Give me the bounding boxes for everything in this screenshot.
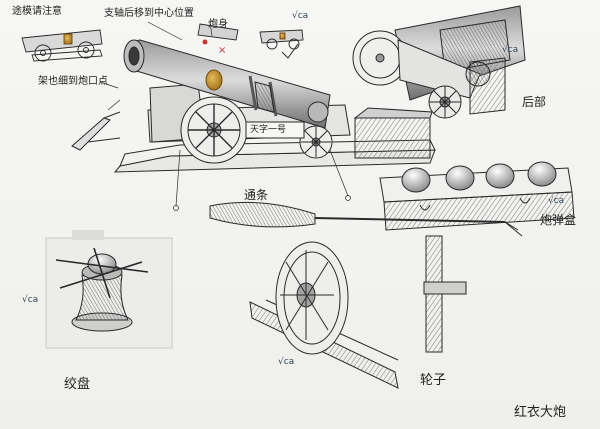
leader-lines <box>99 21 351 211</box>
annotation-tail-label: 后部 <box>522 95 547 109</box>
annotation-paint-sequence: 途模请注意 <box>12 6 62 17</box>
annotation-x-mark: × <box>218 45 227 56</box>
main-cannon <box>71 39 436 173</box>
carriage-plaque-text: 天字一号 <box>250 125 287 135</box>
annotation-winch-label: 绞盘 <box>64 377 91 392</box>
hand-check-icon <box>281 43 299 59</box>
check-mark-1: √ca <box>292 11 309 21</box>
check-mark-2: √ca <box>502 45 519 55</box>
annotation-frame-note: 架也细到炮口点 <box>38 76 108 87</box>
carriage-wheel-small <box>299 125 333 159</box>
annotation-wheel-label: 轮子 <box>420 373 447 388</box>
sheet-title: 红衣大炮 <box>514 405 567 420</box>
carriage-wheel-large <box>180 96 248 164</box>
ramrod <box>209 201 523 237</box>
annotation-ammo-box-label: 炮弹盒 <box>540 213 577 227</box>
annotation-trunnion-note: 支轴后移到中心位置 <box>104 8 194 19</box>
check-mark-4: √ca <box>278 357 295 367</box>
tail-view <box>352 5 526 119</box>
mini-cannon-left <box>21 29 103 62</box>
check-mark-3: √ca <box>22 295 39 305</box>
mini-cannon-right <box>259 29 304 50</box>
annotation-barrel-label: 炮身 <box>208 19 228 30</box>
winch-drawing <box>45 230 173 349</box>
mini-barrel-sketch <box>197 23 239 45</box>
annotation-ramrod-label: 通条 <box>244 188 269 202</box>
wheel-on-track <box>249 235 467 389</box>
check-mark-5: √ca <box>548 196 565 206</box>
